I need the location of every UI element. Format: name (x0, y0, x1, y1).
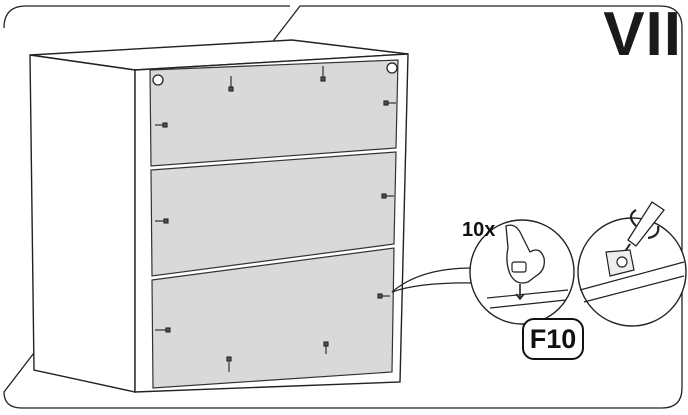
screw-hole-right (386, 62, 398, 74)
part-code-badge: F10 (522, 318, 584, 360)
back-panel-bottom (151, 247, 395, 389)
detail-screwdriver (577, 201, 687, 327)
back-panel-top (149, 59, 399, 167)
cabinet-illustration (29, 39, 409, 393)
page-frame (3, 5, 683, 409)
screw-hole-left (152, 74, 164, 86)
step-number: VII (603, 0, 682, 69)
quantity-label: 10x (462, 219, 496, 241)
nail-icon (155, 66, 396, 372)
screwdriver-icon (627, 201, 665, 247)
rotation-arrow-icon (629, 209, 660, 240)
detail-hand-pressing (469, 219, 575, 325)
cabinet-side (29, 54, 136, 393)
detail-leader-2 (391, 282, 477, 293)
detail-leader (391, 267, 473, 293)
back-panel-middle (150, 151, 397, 277)
